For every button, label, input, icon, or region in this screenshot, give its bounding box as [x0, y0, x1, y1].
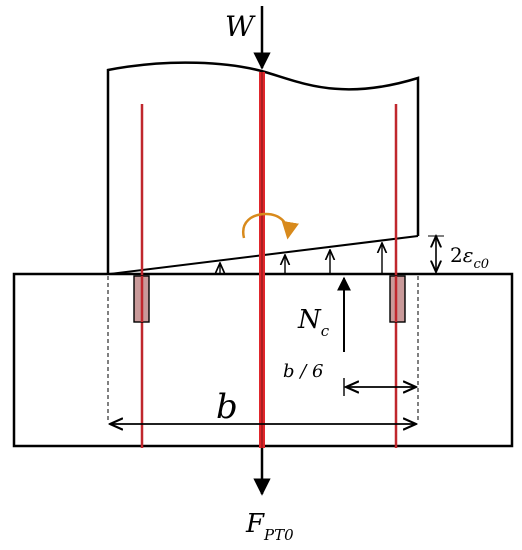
moment-arc-icon — [241, 212, 299, 240]
strain-label: 2εc0 — [450, 243, 489, 272]
right-anchor-plate — [389, 275, 406, 323]
width-label: b — [216, 387, 238, 427]
eccentricity-label: b / 6 — [283, 361, 323, 382]
compression-label: Nc — [297, 305, 330, 340]
load-label: W — [225, 10, 256, 43]
stress-arrows — [220, 243, 382, 274]
prestress-force-label: FPT0 — [245, 509, 294, 544]
